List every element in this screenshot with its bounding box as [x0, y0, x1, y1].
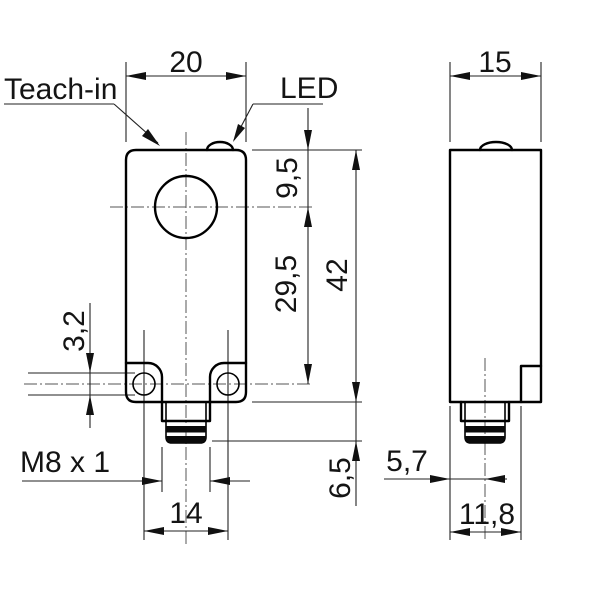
m8-connector-front — [160, 400, 212, 444]
mounting-hole-right — [216, 372, 240, 396]
sensor-body-outline — [124, 148, 248, 404]
dimension-arrow — [304, 364, 312, 384]
dim-height: 42 — [321, 258, 354, 291]
connector-ring — [465, 436, 505, 443]
connector-ring — [166, 426, 206, 433]
dimension-arrow — [450, 72, 470, 80]
dim-connector-protrusion: 6,5 — [324, 457, 357, 499]
dimension-arrow — [450, 528, 470, 536]
dim-hole-axis-offset: 29,5 — [270, 255, 303, 313]
led-bump — [205, 140, 235, 152]
thread-spec-label: M8 x 1 — [20, 446, 110, 479]
dimension-arrow — [304, 130, 312, 150]
sensor-body-side-outline — [448, 148, 543, 404]
dim-depth: 15 — [478, 46, 511, 79]
dimension-arrow — [501, 528, 521, 536]
dim-depth-to-step: 11,8 — [459, 498, 515, 531]
dim-led-offset: 9,5 — [271, 157, 304, 199]
front-view: Teach-in LED 20 9,5 29,5 42 3,2 M8 x 1 6… — [4, 46, 362, 546]
dimension-arrow — [352, 441, 360, 461]
dimension-arrow — [210, 477, 230, 485]
teach-in-arrow — [142, 129, 160, 146]
connector-ring — [166, 436, 206, 443]
corner-step-notch — [519, 364, 543, 404]
dimension-arrow — [86, 353, 94, 373]
dim-axis-from-front: 5,7 — [386, 445, 428, 478]
dimension-arrow — [430, 475, 450, 483]
led-bump-side — [478, 140, 514, 152]
dimension-arrow — [144, 527, 164, 535]
sensing-face-circle — [153, 174, 219, 240]
dimension-arrow — [352, 382, 360, 402]
dimension-arrow — [86, 395, 94, 415]
dimension-arrow — [126, 72, 146, 80]
dim-hole-spacing: 14 — [169, 497, 202, 530]
m8-connector-side — [459, 400, 511, 444]
flange-step-right — [208, 361, 248, 403]
led-arrow — [233, 124, 245, 142]
dimension-arrow — [142, 477, 162, 485]
dim-width: 20 — [169, 46, 202, 79]
dimension-arrow — [226, 72, 246, 80]
connector-ring — [465, 426, 505, 433]
teach-in-label: Teach-in — [4, 73, 117, 106]
led-label: LED — [280, 72, 338, 105]
dimension-arrow — [521, 72, 541, 80]
dimension-arrow — [485, 475, 505, 483]
dimension-arrow — [208, 527, 228, 535]
side-view: 15 5,7 11,8 — [384, 46, 543, 540]
connector-barrel — [459, 400, 511, 423]
flange-step-left — [124, 361, 164, 403]
mounting-hole-left — [132, 372, 156, 396]
connector-barrel — [160, 400, 212, 423]
dimension-arrow — [304, 207, 312, 227]
dimension-arrow — [352, 150, 360, 170]
dim-hole-diameter: 3,2 — [58, 310, 91, 352]
